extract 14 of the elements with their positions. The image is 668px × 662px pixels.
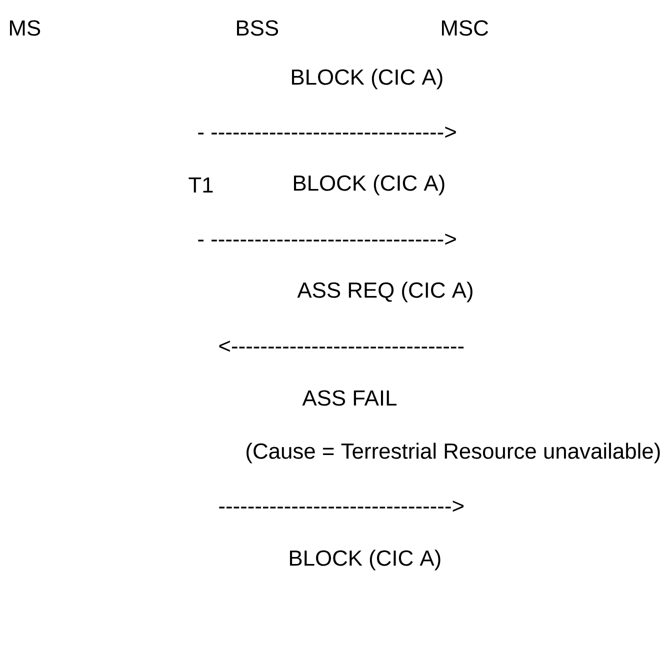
message-label: ASS REQ (CIC A): [297, 282, 472, 302]
dashed-arrow-text: <--------------------------------: [219, 340, 464, 352]
dashed-arrow-text: -------------------------------->: [219, 500, 464, 512]
message-label: BLOCK (CIC A): [294, 174, 444, 196]
dashed-arrow-text: - -------------------------------->: [198, 234, 456, 245]
timer-label: T1: [188, 177, 213, 193]
message-label: BLOCK (CIC A): [290, 550, 440, 570]
message-label: (Cause = Terrestrial Resource unavailable): [246, 442, 660, 464]
entity-label: MS: [10, 20, 40, 36]
dashed-arrow-text: - -------------------------------->: [198, 126, 456, 138]
message-label: BLOCK (CIC A): [292, 68, 442, 90]
entity-label: BSS: [237, 20, 278, 36]
message-label: ASS FAIL: [302, 390, 397, 406]
entity-label: MSC: [442, 20, 488, 36]
